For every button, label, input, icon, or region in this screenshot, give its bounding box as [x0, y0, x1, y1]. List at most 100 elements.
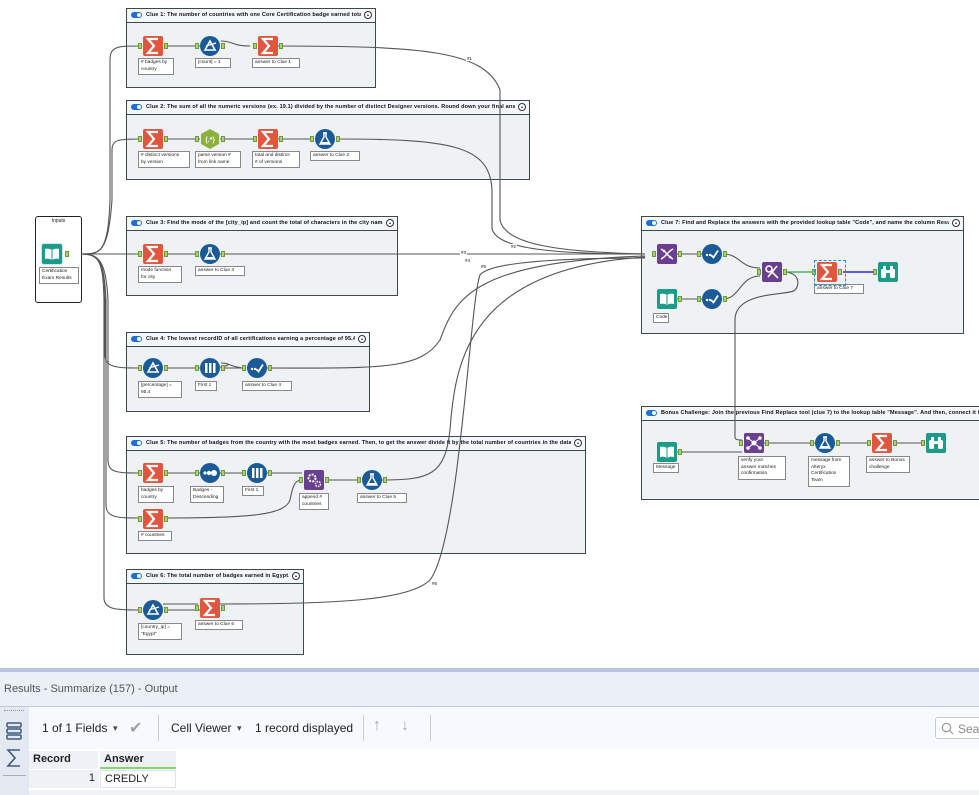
- input-anchor[interactable]: [242, 365, 246, 371]
- collapse-icon[interactable]: [386, 219, 394, 227]
- workflow-canvas[interactable]: Inputs Clue 1: The number of countries w…: [0, 0, 979, 668]
- container-toggle[interactable]: [131, 440, 142, 446]
- collapse-icon[interactable]: [952, 219, 960, 227]
- output-anchor[interactable]: [164, 516, 168, 522]
- container-toggle[interactable]: [646, 220, 657, 226]
- search-input[interactable]: Search: [935, 717, 979, 739]
- sigma-icon[interactable]: [6, 749, 22, 767]
- container-toggle[interactable]: [646, 410, 657, 416]
- tool-formula[interactable]: [200, 244, 220, 264]
- input-anchor[interactable]: [253, 136, 257, 142]
- input-anchor[interactable]: [195, 365, 199, 371]
- tool-select[interactable]: [702, 289, 722, 309]
- output-anchor[interactable]: [164, 607, 168, 613]
- output-anchor[interactable]: [164, 470, 168, 476]
- output-anchor[interactable]: [268, 470, 272, 476]
- tool-input[interactable]: [657, 442, 677, 462]
- tool-summarize[interactable]: [258, 36, 278, 56]
- input-anchor[interactable]: [195, 136, 199, 142]
- output-anchor[interactable]: [336, 136, 340, 142]
- input-anchor[interactable]: [697, 251, 701, 257]
- fields-dropdown[interactable]: 1 of 1 Fields: [42, 721, 108, 735]
- container-toggle[interactable]: [131, 12, 142, 18]
- tool-select[interactable]: [702, 244, 722, 264]
- output-anchor[interactable]: [836, 440, 840, 446]
- container-toggle[interactable]: [131, 573, 142, 579]
- tool-formula[interactable]: [362, 470, 382, 490]
- collapse-icon[interactable]: [364, 11, 372, 19]
- collapse-icon[interactable]: [574, 439, 582, 447]
- tool-sample[interactable]: [247, 463, 267, 483]
- arrow-up-icon[interactable]: ↑: [373, 717, 381, 734]
- tool-summarize[interactable]: [817, 262, 837, 282]
- tool-transpose[interactable]: [657, 244, 677, 264]
- output-anchor[interactable]: [164, 136, 168, 142]
- tool-summarize[interactable]: [143, 36, 163, 56]
- input-anchor[interactable]: [921, 440, 925, 446]
- collapse-icon[interactable]: [358, 335, 366, 343]
- tool-formula[interactable]: [815, 433, 835, 453]
- output-anchor[interactable]: [723, 251, 727, 257]
- collapse-icon[interactable]: [518, 103, 526, 111]
- checkmark-icon[interactable]: ✔: [129, 720, 143, 737]
- output-anchor[interactable]: [325, 477, 329, 483]
- input-anchor[interactable]: [357, 477, 361, 483]
- tool-summarize[interactable]: [872, 433, 892, 453]
- tool-summarize[interactable]: [143, 509, 163, 529]
- output-anchor[interactable]: [164, 251, 168, 257]
- output-anchor[interactable]: [268, 365, 272, 371]
- tool-join[interactable]: [744, 433, 764, 453]
- input-anchor[interactable]: [138, 43, 142, 49]
- input-anchor[interactable]: [299, 477, 303, 483]
- input-anchor[interactable]: [195, 251, 199, 257]
- chevron-down-icon[interactable]: ▾: [113, 723, 118, 733]
- tool-sample[interactable]: [200, 358, 220, 378]
- tool-filter[interactable]: [143, 600, 163, 620]
- tool-filter[interactable]: [143, 358, 163, 378]
- tool-formula[interactable]: [315, 129, 335, 149]
- chevron-down-icon[interactable]: ▾: [237, 723, 242, 733]
- input-anchor[interactable]: [195, 43, 199, 49]
- tool-summarize[interactable]: [143, 463, 163, 483]
- arrow-down-icon[interactable]: ↓: [401, 717, 409, 734]
- answer-cell[interactable]: CREDLY: [100, 770, 176, 788]
- input-anchor[interactable]: [242, 470, 246, 476]
- output-anchor[interactable]: [221, 43, 225, 49]
- input-anchor[interactable]: [812, 269, 816, 275]
- input-anchor[interactable]: [138, 607, 142, 613]
- output-anchor[interactable]: [221, 605, 225, 611]
- input-anchor[interactable]: [873, 269, 877, 275]
- container-toggle[interactable]: [131, 104, 142, 110]
- tool-browse[interactable]: [926, 433, 946, 453]
- container-clue7[interactable]: Clue 7: Find and Replace the answers wit…: [641, 216, 964, 334]
- table-view-icon[interactable]: [6, 722, 22, 740]
- input-anchor[interactable]: [195, 470, 199, 476]
- input-anchor[interactable]: [138, 470, 142, 476]
- output-anchor[interactable]: [383, 477, 387, 483]
- output-anchor[interactable]: [279, 43, 283, 49]
- column-header-record[interactable]: Record: [29, 751, 99, 769]
- container-toggle[interactable]: [131, 336, 142, 342]
- output-anchor[interactable]: [221, 470, 225, 476]
- tool-input[interactable]: [657, 289, 677, 309]
- input-anchor[interactable]: [138, 516, 142, 522]
- output-anchor[interactable]: [221, 251, 225, 257]
- output-anchor[interactable]: [893, 440, 897, 446]
- output-anchor[interactable]: [221, 136, 225, 142]
- pane-splitter[interactable]: [0, 668, 979, 672]
- tool-select[interactable]: [247, 358, 267, 378]
- output-anchor[interactable]: [678, 296, 682, 302]
- tool-browse[interactable]: [878, 262, 898, 282]
- collapse-icon[interactable]: [292, 572, 300, 580]
- input-anchor[interactable]: [138, 365, 142, 371]
- output-anchor[interactable]: [164, 43, 168, 49]
- input-anchor[interactable]: [757, 269, 761, 275]
- output-anchor[interactable]: [65, 251, 69, 257]
- input-anchor[interactable]: [253, 43, 257, 49]
- output-anchor[interactable]: [765, 440, 769, 446]
- tool-input-certification[interactable]: [41, 243, 63, 265]
- output-anchor[interactable]: [221, 365, 225, 371]
- output-anchor[interactable]: [279, 136, 283, 142]
- tool-filter[interactable]: [200, 36, 220, 56]
- input-anchor[interactable]: [810, 440, 814, 446]
